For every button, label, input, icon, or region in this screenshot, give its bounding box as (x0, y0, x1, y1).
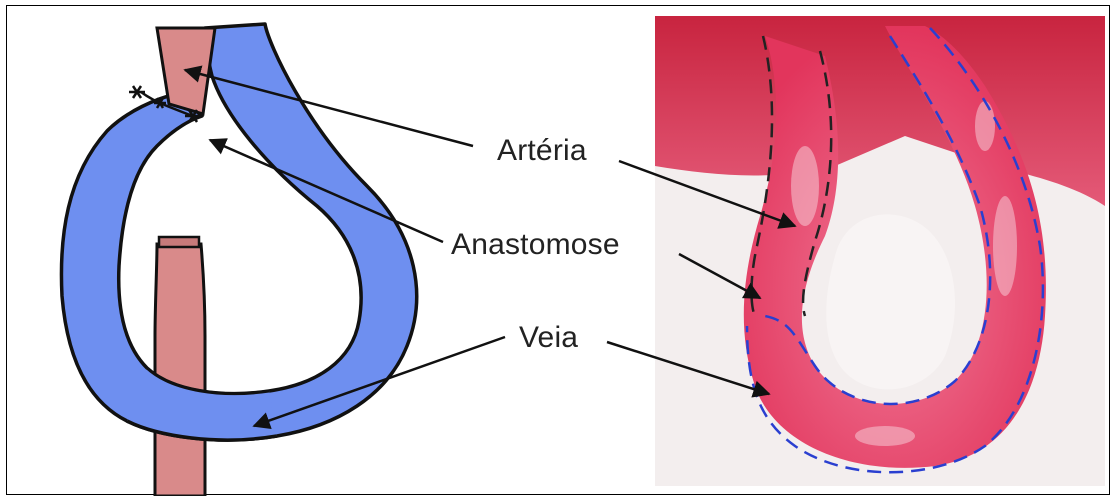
label-arteria: Artéria (497, 134, 587, 168)
artery-stump-cap (159, 237, 199, 247)
photo-loop-center (826, 214, 955, 389)
label-veia: Veia (519, 321, 578, 355)
artery-lower-segment (155, 244, 205, 496)
figure-frame: Artéria Anastomose Veia (6, 5, 1110, 495)
surgical-photo (655, 16, 1105, 486)
vein-loop (61, 24, 416, 440)
label-anastomose: Anastomose (451, 228, 620, 262)
